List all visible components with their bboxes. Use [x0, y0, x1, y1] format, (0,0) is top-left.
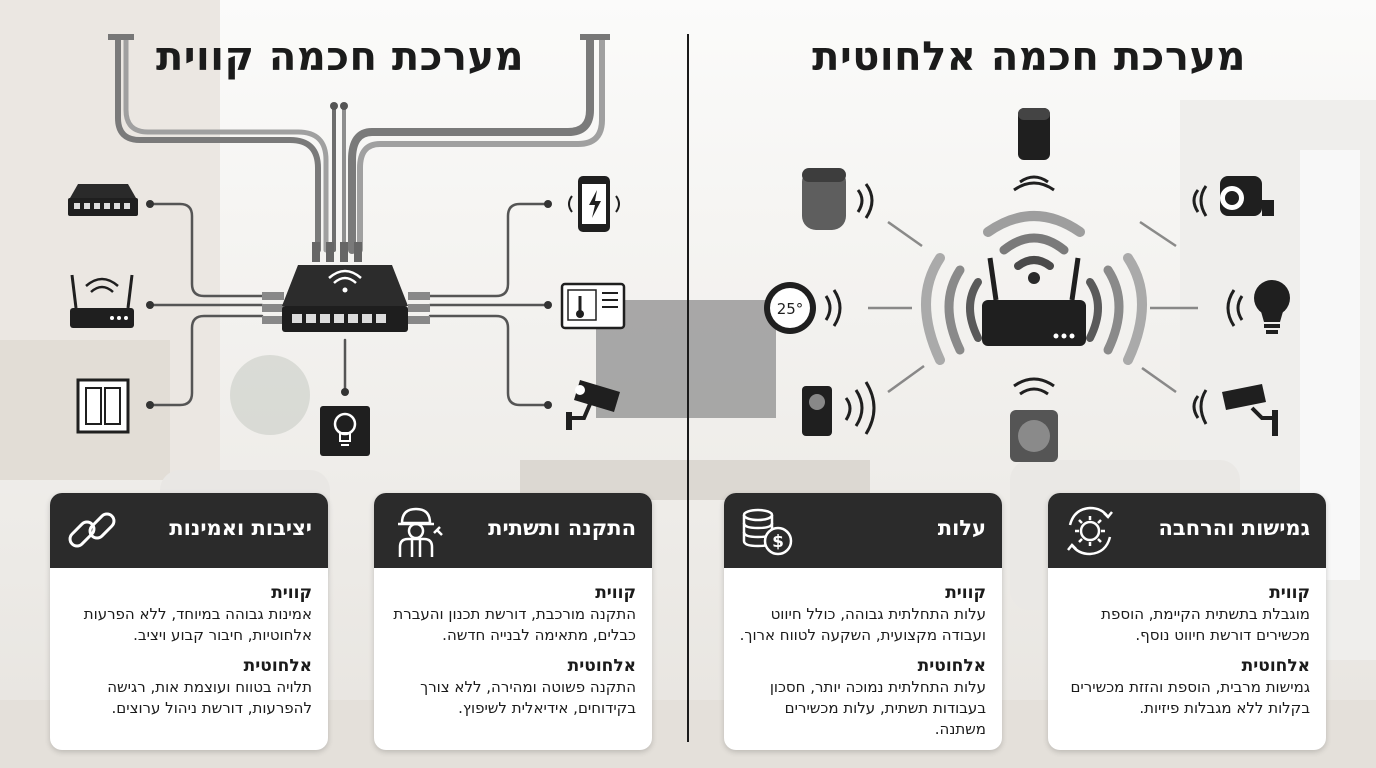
card-installation-infrastructure: התקנה ותשתית קווית התקנה מורכבת, דורשת ת…	[374, 493, 652, 750]
svg-text:$: $	[772, 532, 784, 552]
smart-speaker-icon	[802, 168, 874, 230]
technician-icon	[398, 507, 443, 557]
wired-text: עלות התחלתית גבוהה, כולל חיווט ועבודה מק…	[739, 605, 986, 644]
coins-icon: $	[742, 508, 793, 556]
thermostat-reading: 25°	[777, 300, 804, 318]
card-title: עלות	[937, 516, 986, 540]
card-title: יציבות ואמינות	[169, 516, 312, 540]
wireless-label: אלחוטית	[567, 656, 636, 676]
smartphone-icon	[568, 176, 620, 232]
wired-text: מוגבלת בתשתית הקיימת, הוספת מכשירים דורש…	[1101, 605, 1310, 644]
wireless-connections	[868, 220, 1198, 394]
camera-icon	[566, 380, 620, 430]
wired-text: אמינות גבוהה במיוחד, ללא הפרעות אלחוטיות…	[83, 605, 312, 644]
wired-label: קווית	[595, 583, 636, 603]
wired-label: קווית	[271, 583, 312, 603]
wireless-text: גמישות מרבית, הוספת והזזת מכשירים בקלות …	[1070, 678, 1310, 717]
card-flexibility-expansion: גמישות והרחבה קווית מוגבלת בתשתית הקיימת…	[1048, 493, 1326, 750]
card-title: התקנה ותשתית	[488, 516, 636, 540]
wireless-label: אלחוטית	[1241, 656, 1310, 676]
wireless-label: אלחוטית	[243, 656, 312, 676]
thermostat-icon	[560, 282, 626, 330]
wifi-waves	[921, 211, 1147, 365]
card-stability-reliability: יציבות ואמינות קווית אמינות גבוהה במיוחד…	[50, 493, 328, 750]
wireless-router-icon	[982, 257, 1086, 346]
wireless-system-title: מערכת חכמה אלחוטית	[812, 34, 1246, 80]
wireless-text: תלויה בטווח ועוצמת אות, רגישה להפרעות, ד…	[107, 678, 312, 717]
doorbell-icon	[802, 381, 876, 436]
network-diagram: 25°	[68, 34, 1290, 462]
thermostat-icon: 25°	[764, 282, 842, 334]
wired-label: קווית	[945, 583, 986, 603]
lightbulb-icon	[320, 406, 370, 456]
chain-link-icon	[68, 512, 116, 548]
gear-cycle-icon	[1067, 506, 1113, 556]
card-cost: עלות $ קווית עלות התחלתית גבוהה, כולל חי…	[724, 493, 1002, 750]
wireless-label: אלחוטית	[917, 656, 986, 676]
card-header: גמישות והרחבה	[1048, 493, 1326, 568]
camera-icon	[1192, 176, 1274, 217]
smart-speaker-icon	[1013, 108, 1055, 192]
wired-hub-icon	[282, 265, 408, 332]
wireless-text: התקנה פשוטה ומהירה, ללא צורך בקידוחים, א…	[420, 678, 636, 717]
switch-icon	[68, 184, 138, 216]
card-header: יציבות ואמינות	[50, 493, 328, 568]
router-icon	[70, 274, 134, 328]
sensor-icon	[1010, 377, 1058, 462]
card-header: עלות $	[724, 493, 1002, 568]
card-title: גמישות והרחבה	[1158, 516, 1311, 540]
wireless-text: עלות התחלתית נמוכה יותר, חסכון בעבודות ת…	[769, 678, 986, 738]
camera-icon	[1192, 384, 1278, 436]
wired-text: התקנה מורכבת, דורשת תכנון והעברת כבלים, …	[393, 605, 636, 644]
wired-label: קווית	[1269, 583, 1310, 603]
wired-diagram	[108, 34, 610, 409]
lightbulb-icon	[1226, 280, 1290, 334]
card-header: התקנה ותשתית	[374, 493, 652, 568]
wall-switch-icon	[76, 378, 130, 434]
wired-system-title: מערכת חכמה קווית	[155, 34, 525, 80]
center-divider	[687, 34, 689, 742]
